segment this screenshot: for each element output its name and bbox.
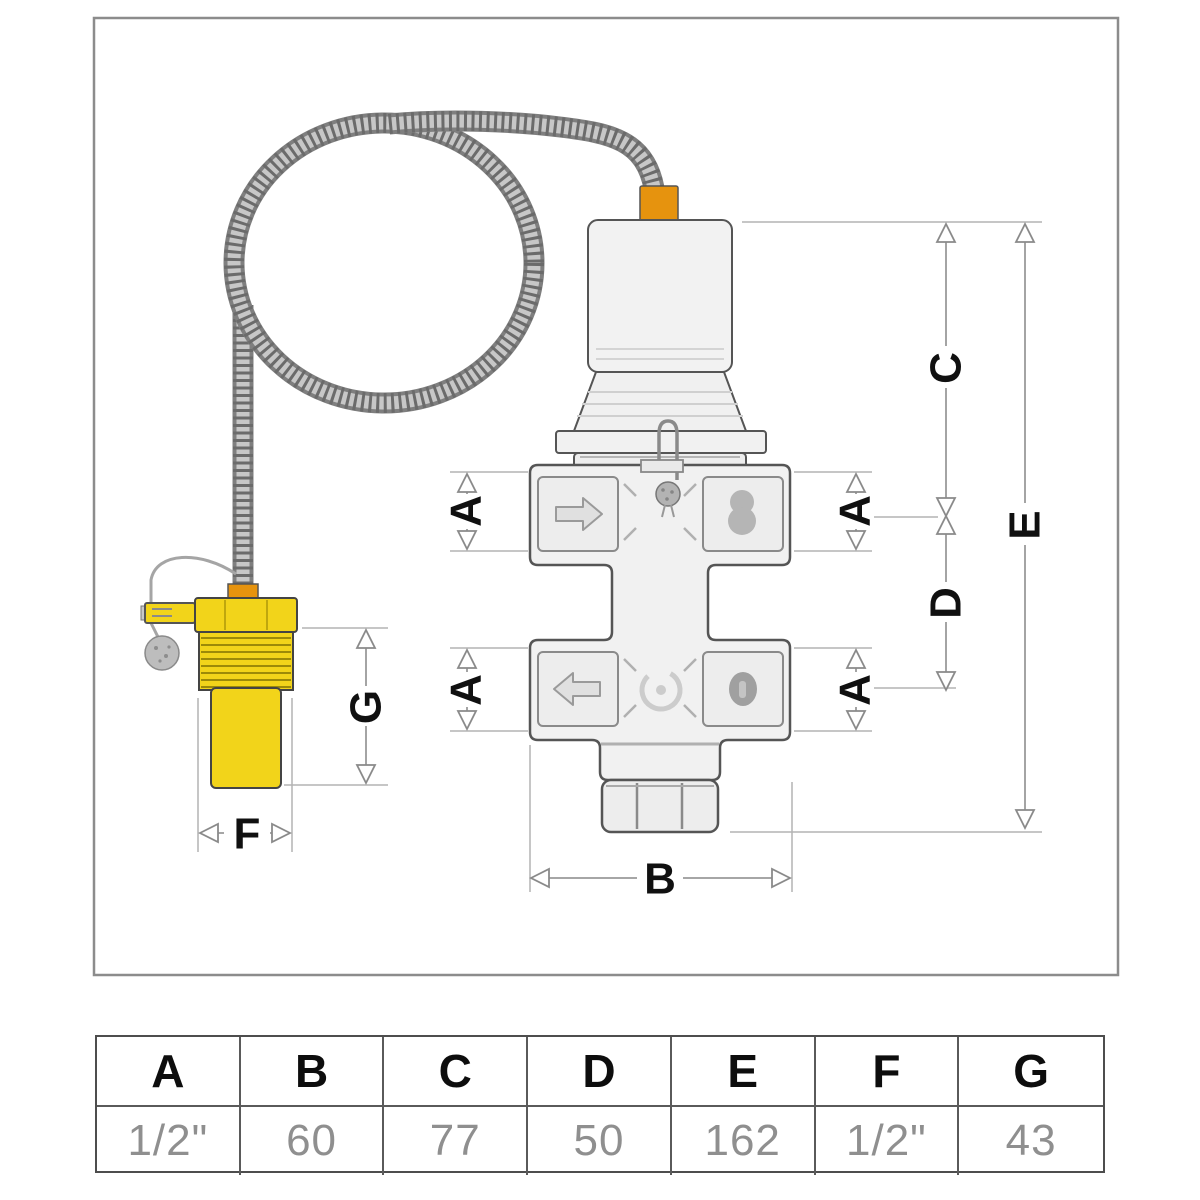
table-value-G: 43 xyxy=(1005,1116,1057,1165)
hex-facets xyxy=(224,600,268,630)
sensor-hex-head xyxy=(194,597,298,633)
arrow-right-icon xyxy=(555,497,603,531)
label-backgrounds xyxy=(224,346,1043,900)
valve-body xyxy=(528,419,792,834)
seal-wire-lower xyxy=(149,622,160,638)
dim-label-F: F xyxy=(234,810,261,859)
table-header-A: A xyxy=(97,1037,241,1107)
extension-lines xyxy=(197,221,1042,892)
table-value-E: 162 xyxy=(672,1107,816,1175)
drawing-frame xyxy=(92,16,1120,977)
table-value-B: 60 xyxy=(241,1107,385,1175)
table-header-C: C xyxy=(384,1037,529,1107)
lead-seal-icon xyxy=(640,419,684,518)
capillary-tube xyxy=(223,110,665,592)
sensor-probe xyxy=(210,687,282,789)
dim-label-A-upper-right: A xyxy=(831,495,880,527)
arrow-left-icon xyxy=(553,672,601,706)
actuator-flange xyxy=(555,430,767,454)
dimension-table: A B C D E F G 1/2" 60 77 50 162 1/2" 43 xyxy=(95,1035,1105,1175)
swirl-logo-icon xyxy=(639,668,683,712)
table-value-A: 1/2" xyxy=(97,1107,241,1175)
ball-seal-icon xyxy=(144,635,180,671)
arrowheads xyxy=(197,221,1036,889)
skirt-lines xyxy=(577,391,743,417)
seal-wire xyxy=(149,555,237,603)
temperature-sensor xyxy=(140,555,298,789)
dim-label-A-upper-left: A xyxy=(442,495,491,527)
nut-flats xyxy=(635,783,684,829)
clamp-slots xyxy=(152,608,172,617)
table-header-B: B xyxy=(240,1037,385,1107)
table-header-G: G xyxy=(959,1037,1103,1107)
sensor-clamp xyxy=(144,602,196,624)
dimensions: A A A A C D E G F B xyxy=(197,221,1050,904)
table-header-D: D xyxy=(528,1037,672,1107)
dim-label-D: D xyxy=(922,587,971,619)
table-value-F: 1/2" xyxy=(816,1107,960,1175)
diagonal-dashes xyxy=(623,483,697,718)
dim-label-G: G xyxy=(342,690,391,724)
dim-label-A-lower-left: A xyxy=(442,674,491,706)
table-value-C: 77 xyxy=(384,1107,529,1175)
sensor-thread xyxy=(198,631,294,691)
actuator-skirt xyxy=(573,371,747,432)
thread-ridges xyxy=(201,637,291,688)
table-header-F: F xyxy=(815,1037,960,1107)
table-header-E: E xyxy=(671,1037,816,1107)
dim-label-B: B xyxy=(644,855,676,904)
dim-label-E: E xyxy=(1001,510,1050,539)
dim-label-C: C xyxy=(922,352,971,384)
knob-lines xyxy=(596,348,724,360)
union-nut xyxy=(600,778,720,834)
capillary-coil xyxy=(223,112,545,414)
figure8-seal-icon xyxy=(728,490,756,535)
capillary-top-run xyxy=(387,110,665,191)
ball-seal-speckles xyxy=(154,645,171,663)
dim-label-A-lower-right: A xyxy=(831,674,880,706)
plug-icon xyxy=(729,672,757,706)
capillary-connector xyxy=(639,185,679,223)
table-value-D: 50 xyxy=(528,1107,672,1175)
